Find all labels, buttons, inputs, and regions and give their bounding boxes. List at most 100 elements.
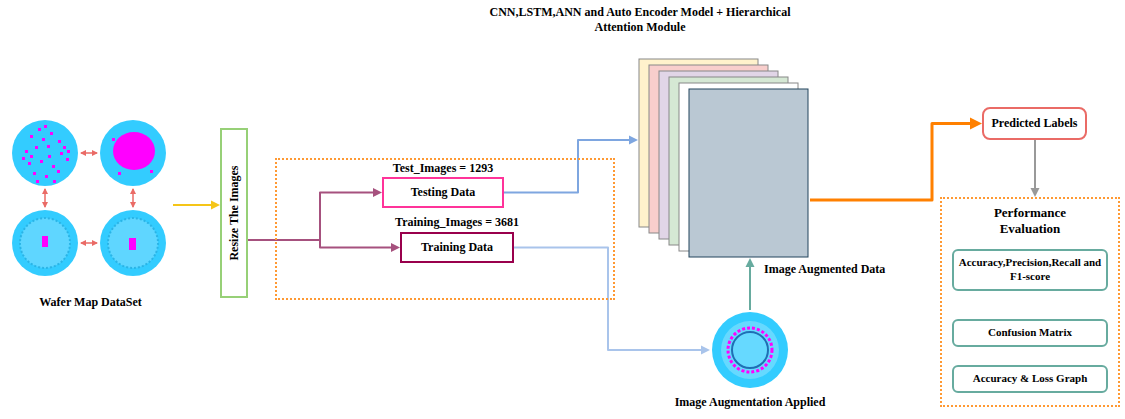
connector-arrow [810, 118, 982, 201]
defect-dot [38, 128, 41, 131]
layer-stack [638, 58, 810, 258]
node-text: Test_Images = 1293 [368, 161, 518, 176]
node-text: CNN,LSTM,ANN and Auto Encoder Model + Hi… [475, 5, 805, 35]
connector-line [248, 240, 394, 248]
defect-dot [35, 146, 38, 149]
defect-dot [112, 138, 115, 141]
node-text: Performance Evaluation [980, 205, 1080, 238]
wafer-disk [100, 120, 166, 186]
wafer-map-2 [100, 120, 166, 186]
augmented-wafer: Image Augmentation Applied [710, 310, 790, 390]
defect-dot [22, 157, 25, 160]
pair-arrows [45, 153, 133, 243]
defect-dot [63, 146, 66, 149]
defect-dot [50, 132, 53, 135]
node-text: Image Augmentation Applied [650, 395, 850, 410]
node-text: Training_Images = 3681 [382, 215, 532, 230]
model-stack: CNN,LSTM,ANN and Auto Encoder Model + Hi… [638, 58, 810, 258]
connector-arrow [514, 248, 710, 355]
node-text: Accuracy & Loss Graph [957, 372, 1103, 386]
defect-dot [58, 140, 61, 143]
connector-arrow [173, 201, 220, 210]
defect-dot [150, 170, 153, 173]
node-text: Training Data [406, 240, 508, 255]
connector-arrow [746, 258, 755, 310]
connector-line [810, 124, 974, 201]
process-box: Resize The Images [220, 128, 248, 298]
split-group: Test_Images = 1293Training_Images = 3681… [275, 158, 615, 300]
center-defect [113, 132, 155, 170]
defect-dot [33, 172, 36, 175]
metric-box: Accuracy & Loss Graph [952, 365, 1108, 393]
node-text: Accuracy,Precision,Recall and F1-score [957, 256, 1103, 284]
dataset-group: Wafer Map DataSet [8, 118, 173, 310]
defect-dot [28, 162, 31, 165]
connector-arrow [248, 240, 400, 252]
evaluation-group: Performance EvaluationAccuracy,Precision… [940, 197, 1120, 407]
center-defect [129, 238, 136, 250]
double-arrow [44, 189, 46, 207]
arrow-head [701, 346, 710, 355]
defect-dot [40, 160, 43, 163]
wafer-ring [108, 218, 158, 268]
defect-dot [66, 158, 69, 161]
connector-line [504, 140, 632, 193]
data-box: Testing Data [382, 177, 504, 208]
data-box: Training Data [400, 232, 514, 263]
defect-dot [30, 155, 33, 158]
metric-box: Confusion Matrix [952, 319, 1108, 347]
node-text: Testing Data [388, 185, 498, 200]
edge-label: Image Augmented Data [762, 262, 887, 277]
defect-dot [57, 170, 60, 173]
connector-arrow [504, 136, 638, 193]
arrow-head [970, 118, 982, 130]
defect-dot [25, 150, 28, 153]
arrow-head [1031, 188, 1040, 197]
defect-dot [60, 152, 63, 155]
wafer-disk [712, 312, 788, 388]
node-text: Predicted Labels [988, 116, 1081, 131]
metric-box: Accuracy,Precision,Recall and F1-score [952, 249, 1108, 291]
defect-dot [36, 180, 39, 183]
model-layer [689, 89, 808, 257]
connector-line [248, 193, 376, 241]
defect-dot [45, 175, 48, 178]
connector-arrow [1031, 140, 1040, 197]
defect-dot [42, 138, 45, 141]
wafer-inner [721, 321, 779, 379]
wafer-map-4 [100, 210, 166, 276]
defect-dots [22, 125, 70, 183]
wafer-outline [710, 310, 790, 390]
wafer-map-3 [12, 210, 78, 276]
defect-dot [67, 150, 70, 153]
wafer-map-1 [12, 120, 78, 186]
output-box: Predicted Labels [982, 107, 1087, 140]
connector-arrow [248, 188, 382, 240]
defect-dot [48, 155, 51, 158]
arrow-head [211, 201, 220, 210]
defect-dot [44, 125, 47, 128]
node-text: Confusion Matrix [957, 326, 1103, 340]
wafer-disk [12, 120, 78, 186]
ring-edge [732, 332, 768, 368]
wafer-disk [12, 210, 78, 276]
node-text: Wafer Map DataSet [8, 295, 173, 310]
arrow-head [391, 243, 400, 252]
defect-dot [52, 165, 55, 168]
connector-line [1034, 140, 1036, 191]
arrow-head [746, 258, 755, 267]
node-text: Resize The Images [227, 165, 242, 260]
defect-dot [30, 135, 33, 138]
double-arrow [81, 152, 97, 154]
defect-dot [118, 172, 121, 175]
connector-line [173, 204, 214, 206]
arrow-head [629, 136, 638, 145]
connector-line [749, 264, 751, 310]
double-arrow [132, 189, 134, 207]
double-arrow [81, 242, 97, 244]
arrow-head [373, 188, 382, 197]
ring-defect [728, 328, 772, 372]
defect-dot [53, 180, 56, 183]
wafer-ring [20, 218, 70, 268]
